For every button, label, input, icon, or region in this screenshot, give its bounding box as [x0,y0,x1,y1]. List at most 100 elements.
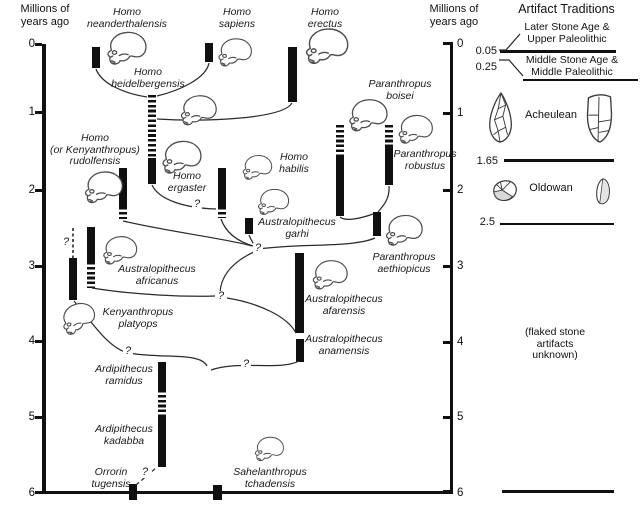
uncertainty-mark-platyops: ? [60,236,72,249]
range-bar-africanus-dashed [87,262,95,288]
species-line: africanus [135,274,179,287]
species-line: aethiopicus [377,262,431,275]
right-tick-5 [443,415,450,419]
range-bar-erectus [288,47,297,102]
species-line: neanderthalensis [87,17,167,30]
species-line: heidelbergensis [111,77,185,90]
tradition-line: Middle Stone Age & [525,54,619,66]
species-line: Sahelanthropus [233,466,307,478]
range-bar-orrorin [129,484,137,500]
range-bar-ramidus-kadabba-dashed [158,390,166,417]
species-label-erectus: Homo erectus [285,6,365,30]
uncertainty-mark-junction: ? [252,242,264,255]
species-line: Homo [172,170,201,182]
species-label-aethiopicus: Paranthropus aethiopicus [359,251,449,275]
species-line: (or Kenyanthropus) [50,143,140,156]
species-label-orrorin: Orrorin tugensis [76,466,146,490]
range-bar-rudolfensis-dashed [119,207,127,219]
range-bar-africanus [87,227,95,262]
left-tick-0 [35,42,42,46]
left-tick-5 [35,415,42,419]
range-bar-afarensis [295,253,304,333]
species-line: garhi [285,227,309,240]
boundary-label-1-65: 1.65 [476,154,498,167]
species-label-sahelanthropus: Sahelanthropus tchadensis [215,466,325,490]
left-tick-2 [35,188,42,192]
axis-title-line: years ago [429,15,479,28]
tradition-oldowan-label: Oldowan [529,182,573,194]
axis-title-line: Millions of [429,3,479,15]
species-line: Australopithecus [305,293,383,305]
species-label-garhi: Australopithecus garhi [242,216,352,240]
left-axis-label-2: 2 [28,184,35,196]
right-axis-label-6: 6 [457,487,464,499]
left-tick-1 [35,110,42,114]
species-label-sapiens: Homo sapiens [197,6,277,30]
tradition-line: Middle Paleolithic [531,65,613,78]
tradition-later-stone-age: Later Stone Age & Upper Paleolithic [508,21,626,45]
baseline [42,490,453,494]
left-axis-label-5: 5 [28,411,35,423]
artifact-panel-bottom-line [502,490,614,493]
right-axis-label-1: 1 [457,107,464,119]
species-line: Ardipithecus [95,363,153,375]
right-axis-line [450,42,453,493]
right-tick-4 [443,340,450,344]
tradition-line: Later Stone Age & [524,21,610,33]
range-bar-ergaster [218,168,226,207]
left-axis-title: Millions of years ago [0,3,90,28]
species-line: Australopithecus [118,263,196,275]
species-line: sapiens [218,17,256,30]
range-bar-aethiopicus [373,212,381,236]
tradition-middle-stone-age: Middle Stone Age & Middle Paleolithic [513,54,631,78]
right-axis-label-2: 2 [457,184,464,196]
species-line: rudolfensis [69,155,121,167]
right-tick-1 [443,111,450,115]
range-bar-robustus [385,147,393,185]
axis-title-line: years ago [20,15,70,28]
left-axis-label-6: 6 [28,487,35,499]
species-line: habilis [279,162,309,175]
right-axis-label-0: 0 [457,38,464,50]
left-axis-line [42,44,46,493]
artifact-traditions-title: Artifact Traditions [518,2,615,16]
left-tick-3 [35,264,42,268]
species-line: ergaster [167,181,207,194]
species-label-neanderthalensis: Homo neanderthalensis [72,6,182,30]
species-line: ramidus [105,374,143,387]
species-label-anamensis: Australopithecus anamensis [291,333,397,357]
right-tick-3 [443,264,450,268]
range-bar-neanderthalensis [92,47,100,68]
species-label-boisei: Paranthropus boisei [355,78,445,102]
left-axis-label-4: 4 [28,335,35,347]
uncertainty-mark-ergaster: ? [191,198,203,211]
note-line: unknown) [532,349,578,361]
species-line: Australopithecus [258,216,336,228]
species-label-ergaster: Homo ergaster [152,170,222,194]
species-line: Homo [80,132,109,144]
range-bar-robustus-dashed [385,125,393,147]
species-label-rudolfensis: Homo (or Kenyanthropus) rudolfensis [40,132,150,168]
species-line: Paranthropus [368,78,432,90]
species-line: tugensis [91,477,131,490]
boundary-label-2-5: 2.5 [479,215,495,228]
species-line: erectus [307,17,343,30]
note-line: artifacts [536,337,574,350]
uncertainty-mark-platyops-branch: ? [122,345,134,358]
left-tick-4 [35,339,42,343]
species-line: tchadensis [244,477,296,490]
species-label-heidelbergensis: Homo heidelbergensis [93,66,203,90]
species-line: Kenyanthropus [102,306,174,318]
boundary-label-0-25: 0.25 [475,60,497,73]
boundary-line-1-65 [504,159,614,162]
species-label-kadabba: Ardipithecus kadabba [84,423,164,447]
axis-title-line: Millions of [20,3,70,15]
species-line: Paranthropus [372,251,436,263]
tradition-acheulean-label: Acheulean [525,109,577,121]
left-axis-label-3: 3 [28,260,35,272]
left-axis-label-1: 1 [28,106,35,118]
species-line: Homo [222,6,251,18]
species-label-africanus: Australopithecus africanus [102,263,212,287]
species-line: Homo [133,66,162,78]
